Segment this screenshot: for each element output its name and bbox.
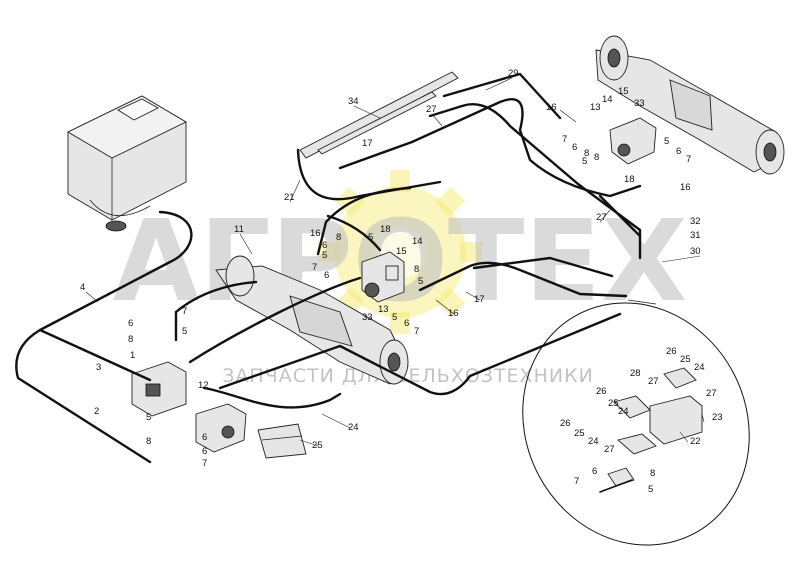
callout-6-c: 6 <box>322 240 327 251</box>
callout-6-e: 6 <box>404 318 409 329</box>
callout-25-c: 26 <box>560 418 571 429</box>
callout-16-a: 14 <box>602 94 613 105</box>
callout-25-a: 26 <box>666 346 677 357</box>
callout-5-a: 5 <box>582 156 587 167</box>
callout-12: 24 <box>348 422 359 433</box>
callout-7-b: 7 <box>686 154 691 165</box>
callout-5-f: 5 <box>392 312 397 323</box>
watermark-tagline: ЗАПЧАСТИ ДЛЯ СЕЛЬХОЗТЕХНИКИ <box>222 365 594 387</box>
pump-assembly <box>195 403 247 453</box>
callout-7-g: 7 <box>574 476 579 487</box>
callout-8-f: 8 <box>146 436 151 447</box>
callout-26-a: 27 <box>648 376 659 387</box>
callout-29: 30 <box>690 246 701 257</box>
callout-2: 2 <box>94 406 99 417</box>
pipe-rod <box>299 71 459 159</box>
callout-8-a: 8 <box>584 148 589 159</box>
callout-33: 34 <box>348 96 359 107</box>
callout-4: 4 <box>80 282 85 293</box>
callout-15-b: 15 <box>396 246 407 257</box>
callout-14-a: 13 <box>590 102 601 113</box>
callout-23-c: 24 <box>588 436 599 447</box>
callout-labels: 29 34 27 17 21 11 4 16 15 14 13 33 7 6 8… <box>80 68 723 495</box>
callout-7-e: 7 <box>182 306 187 317</box>
callout-6-f: 6 <box>128 318 133 329</box>
callout-9: 11 <box>234 224 244 235</box>
callout-7-f: 7 <box>202 458 207 469</box>
callout-5-g: 5 <box>182 326 187 337</box>
callout-5-d: 5 <box>368 232 373 243</box>
callout-28-right: 27 <box>596 212 607 223</box>
callout-7-a: 7 <box>562 134 567 145</box>
callout-8-d: 8 <box>414 264 419 275</box>
control-valve <box>131 361 187 417</box>
callout-17-c: 16 <box>310 228 321 239</box>
rear-valve-block <box>609 117 657 165</box>
rear-axle <box>595 35 785 175</box>
callout-34-a: 33 <box>634 98 645 109</box>
callout-5-h: 5 <box>146 412 151 423</box>
callout-3: 3 <box>96 362 101 373</box>
callout-19-a: 18 <box>624 174 635 185</box>
center-valve-block <box>361 251 405 303</box>
callout-5-i: 5 <box>648 484 653 495</box>
callout-24-a: 25 <box>680 354 691 365</box>
callout-17-a: 16 <box>546 102 557 113</box>
bracket <box>257 423 307 459</box>
leader-lines <box>85 77 705 447</box>
callout-30: 31 <box>690 230 701 241</box>
callout-23-b: 24 <box>618 406 629 417</box>
callout-11: 12 <box>198 380 209 391</box>
callout-5-c: 5 <box>322 250 327 261</box>
callout-25-b: 26 <box>596 386 607 397</box>
callout-8-c: 8 <box>336 232 341 243</box>
callout-27: 28 <box>630 368 641 379</box>
callout-20: 21 <box>284 192 295 203</box>
callout-5-b: 5 <box>664 136 669 147</box>
callout-7-c: 7 <box>312 262 317 273</box>
callout-24-b: 25 <box>608 398 619 409</box>
callout-22: 23 <box>712 412 723 423</box>
callout-14-b: 13 <box>378 304 389 315</box>
callout-15-a: 15 <box>618 86 629 97</box>
callout-26-b: 27 <box>706 388 717 399</box>
callout-32: 29 <box>508 68 519 79</box>
detail-view <box>522 299 750 546</box>
callout-16-b: 14 <box>412 236 423 247</box>
callout-23-a: 24 <box>694 362 705 373</box>
callout-5-e: 5 <box>418 276 423 287</box>
callout-18-top: 17 <box>362 138 373 149</box>
callout-17-b: 16 <box>680 182 691 193</box>
callout-28-top: 27 <box>426 104 437 115</box>
callout-6-i: 6 <box>592 466 597 477</box>
callout-6-d: 6 <box>324 270 329 281</box>
callout-21: 22 <box>690 436 701 447</box>
callout-6-a: 6 <box>572 142 577 153</box>
callout-8-b: 8 <box>594 152 599 163</box>
callout-6-h: 6 <box>202 446 207 457</box>
callout-1: 1 <box>130 350 135 361</box>
callout-26-c: 27 <box>604 444 615 455</box>
callout-34-b: 33 <box>362 312 373 323</box>
callout-19-b: 18 <box>380 224 391 235</box>
callout-24-c: 25 <box>574 428 585 439</box>
callout-6-b: 6 <box>676 146 681 157</box>
front-axle <box>215 255 409 385</box>
callout-6-g: 6 <box>202 432 207 443</box>
callout-31: 32 <box>690 216 701 227</box>
callout-8-e: 8 <box>128 334 133 345</box>
callout-8-g: 8 <box>650 468 655 479</box>
callout-7-d: 7 <box>414 326 419 337</box>
hydraulic-tank <box>67 95 187 232</box>
hydraulic-hoses <box>15 72 642 464</box>
